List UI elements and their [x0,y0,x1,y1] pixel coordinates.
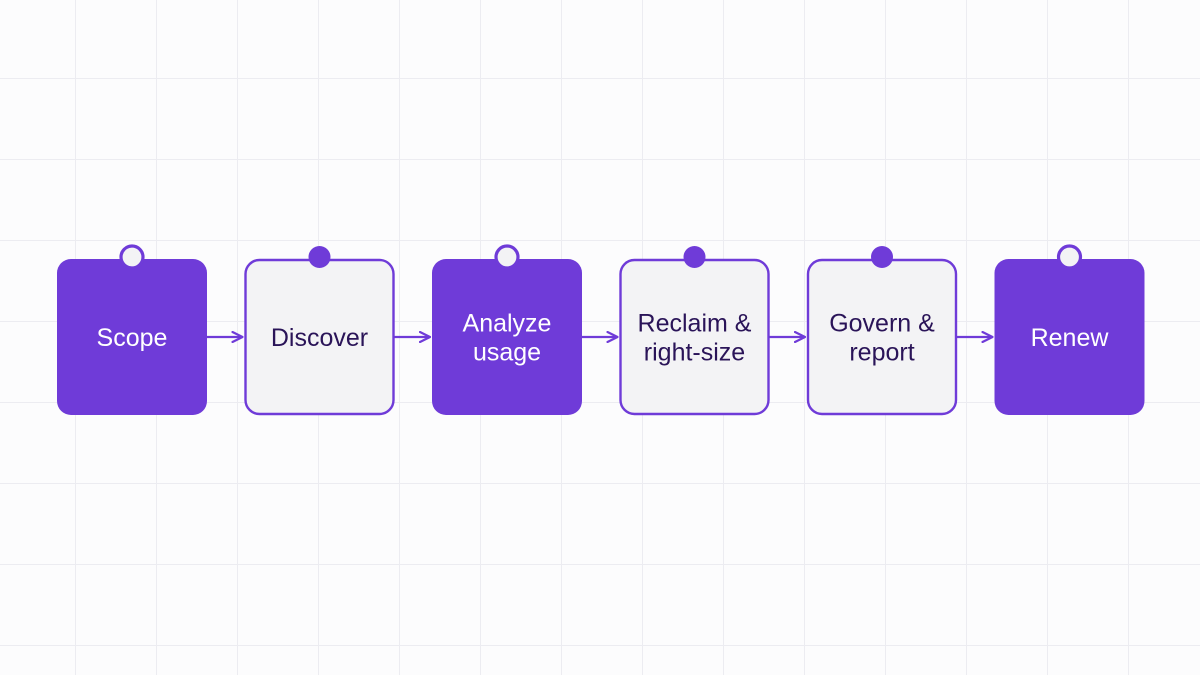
step-label: Scope [97,324,168,352]
solid-pin-icon [871,246,893,268]
step-1: Scope [57,244,207,415]
step-label-line: usage [473,339,541,367]
hollow-pin-icon [1056,244,1083,270]
hollow-pin-icon [119,244,145,270]
hollow-pin-icon [494,244,520,270]
step-box [994,259,1145,415]
step-label-line: Govern & [829,310,935,338]
step-6: Renew [994,244,1145,415]
step-2: Discover [244,246,395,416]
step-label-line: report [849,339,914,367]
step-label: Discover [271,324,368,352]
step-5: Govern &report [806,246,958,416]
solid-pin-icon [308,246,331,268]
step-label-line: right-size [644,339,745,367]
step-label-line: Renew [1031,324,1110,352]
step-label-line: Reclaim & [638,310,752,338]
step-box [432,259,582,415]
step-4: Reclaim &right-size [619,246,770,416]
solid-pin-icon [683,246,706,268]
step-label-line: Analyze [463,310,552,338]
step-box [57,259,207,415]
step-label: Renew [1031,324,1110,352]
step-label-line: Scope [97,324,168,352]
step-label-line: Discover [271,324,368,352]
step-label: Reclaim &right-size [638,310,752,367]
step-label: Govern &report [829,310,935,367]
